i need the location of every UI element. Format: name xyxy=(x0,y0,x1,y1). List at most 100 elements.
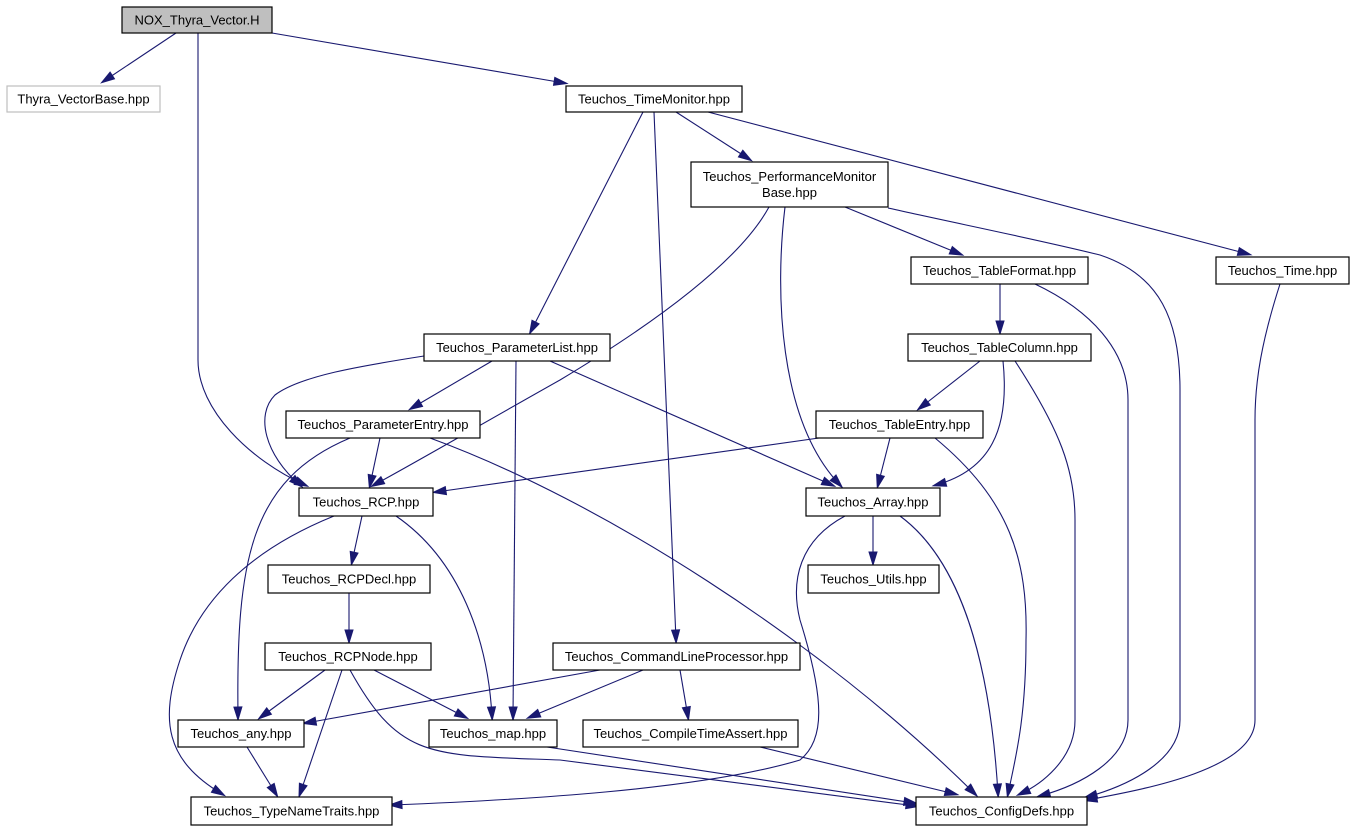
arrowhead xyxy=(486,706,497,722)
edge-teuchos_parameterlist-to-teuchos_array xyxy=(549,360,837,487)
edge-line xyxy=(844,206,961,255)
edge-teuchos_rcpnode-to-teuchos_map xyxy=(373,669,470,720)
edge-teuchos_rcp-to-teuchos_typenametraits xyxy=(168,515,335,797)
edge-line xyxy=(935,360,1005,486)
node-thyra_vectorbase[interactable]: Thyra_VectorBase.hpp xyxy=(6,85,161,113)
arrowhead xyxy=(681,705,691,722)
node-teuchos_any[interactable]: Teuchos_any.hpp xyxy=(177,719,305,748)
arrowhead xyxy=(1236,246,1253,256)
node-label: Teuchos_TableFormat.hpp xyxy=(923,263,1076,278)
node-box xyxy=(565,85,743,113)
node-box xyxy=(285,410,481,439)
edge-line xyxy=(549,360,833,486)
edge-teuchos_performancemonitorbase-to-teuchos_array xyxy=(780,206,844,489)
node-box xyxy=(815,410,984,439)
node-teuchos_tableentry[interactable]: Teuchos_TableEntry.hpp xyxy=(815,410,984,439)
edge-teuchos_map-to-teuchos_configdefs xyxy=(546,746,919,806)
node-teuchos_utils[interactable]: Teuchos_Utils.hpp xyxy=(807,564,940,594)
arrowhead xyxy=(525,708,542,719)
arrowhead xyxy=(407,398,424,411)
edge-line xyxy=(530,111,644,332)
edge-line xyxy=(529,669,644,718)
node-label: Teuchos_RCPNode.hpp xyxy=(278,649,417,664)
node-label: Teuchos_CompileTimeAssert.hpp xyxy=(594,726,788,741)
node-teuchos_parameterlist[interactable]: Teuchos_ParameterList.hpp xyxy=(423,333,611,362)
node-teuchos_commandlineprocessor[interactable]: Teuchos_CommandLineProcessor.hpp xyxy=(552,642,801,671)
node-teuchos_configdefs[interactable]: Teuchos_ConfigDefs.hpp xyxy=(915,796,1088,826)
node-label: Teuchos_TableColumn.hpp xyxy=(921,340,1078,355)
edge-line xyxy=(299,669,343,795)
node-box xyxy=(264,642,432,671)
node-box xyxy=(267,564,431,594)
edge-teuchos_tableentry-to-teuchos_array xyxy=(876,437,891,490)
node-label: Teuchos_ParameterEntry.hpp xyxy=(297,417,468,432)
edge-line xyxy=(899,515,999,795)
node-teuchos_rcp[interactable]: Teuchos_RCP.hpp xyxy=(298,487,434,517)
node-label: Teuchos_RCPDecl.hpp xyxy=(282,572,416,587)
arrowhead xyxy=(453,708,470,720)
edge-line xyxy=(435,436,827,493)
node-box xyxy=(177,719,305,748)
edge-teuchos_commandlineprocessor-to-teuchos_any xyxy=(301,669,601,726)
edge-teuchos_timemonitor-to-teuchos_parameterlist xyxy=(528,111,644,336)
arrowhead xyxy=(737,149,753,162)
edge-line xyxy=(411,360,493,409)
node-teuchos_time[interactable]: Teuchos_Time.hpp xyxy=(1215,256,1350,285)
node-box xyxy=(121,6,273,34)
node-teuchos_map[interactable]: Teuchos_map.hpp xyxy=(428,719,558,748)
node-label: Teuchos_TimeMonitor.hpp xyxy=(578,92,730,107)
node-box xyxy=(6,85,161,113)
node-label: Thyra_VectorBase.hpp xyxy=(17,92,149,107)
arrowhead xyxy=(916,397,932,411)
arrowhead xyxy=(301,716,318,726)
edge-teuchos_timemonitor-to-teuchos_performancemonitorbase xyxy=(675,111,753,162)
arrowhead xyxy=(943,787,960,797)
edge-teuchos_parameterlist-to-teuchos_rcp xyxy=(264,355,425,489)
edge-line xyxy=(780,206,841,486)
edge-teuchos_array-to-teuchos_typenametraits xyxy=(387,515,846,810)
node-nox_thyra_vector[interactable]: NOX_Thyra_Vector.H xyxy=(121,6,273,34)
arrowhead xyxy=(995,320,1005,336)
node-teuchos_compiletimeassert[interactable]: Teuchos_CompileTimeAssert.hpp xyxy=(582,719,799,748)
node-box xyxy=(423,333,611,362)
node-teuchos_rcpnode[interactable]: Teuchos_RCPNode.hpp xyxy=(264,642,432,671)
edge-teuchos_timemonitor-to-teuchos_time xyxy=(707,111,1253,256)
edge-teuchos_tableentry-to-teuchos_configdefs xyxy=(934,437,1027,799)
node-label: Teuchos_ConfigDefs.hpp xyxy=(929,804,1074,819)
node-box xyxy=(807,564,940,594)
arrowhead xyxy=(210,784,227,797)
node-teuchos_rcpdecl[interactable]: Teuchos_RCPDecl.hpp xyxy=(267,564,431,594)
node-box xyxy=(907,333,1092,362)
edge-teuchos_tablecolumn-to-teuchos_array xyxy=(931,360,1005,487)
node-teuchos_timemonitor[interactable]: Teuchos_TimeMonitor.hpp xyxy=(565,85,743,113)
edge-teuchos_array-to-teuchos_utils xyxy=(868,516,878,567)
edge-teuchos_parameterentry-to-teuchos_rcp xyxy=(367,437,381,490)
edge-line xyxy=(391,515,846,806)
edge-line xyxy=(653,111,677,641)
edge-teuchos_array-to-teuchos_configdefs xyxy=(899,515,1003,799)
node-teuchos_tableformat[interactable]: Teuchos_TableFormat.hpp xyxy=(910,256,1089,285)
edge-line xyxy=(237,437,351,718)
node-box xyxy=(1215,256,1350,285)
node-label: Teuchos_RCP.hpp xyxy=(313,495,420,510)
edge-teuchos_compiletimeassert-to-teuchos_configdefs xyxy=(759,746,960,797)
node-teuchos_array[interactable]: Teuchos_Array.hpp xyxy=(805,487,941,517)
edge-line xyxy=(1086,283,1281,801)
node-label: Teuchos_CommandLineProcessor.hpp xyxy=(565,649,788,664)
edge-teuchos_rcp-to-teuchos_map xyxy=(395,515,497,722)
arrowhead xyxy=(431,485,448,496)
edge-teuchos_parameterlist-to-teuchos_map xyxy=(508,360,518,722)
arrowhead xyxy=(948,245,965,256)
node-teuchos_tablecolumn[interactable]: Teuchos_TableColumn.hpp xyxy=(907,333,1092,362)
arrowhead xyxy=(387,799,403,810)
arrowhead xyxy=(931,477,948,487)
node-teuchos_typenametraits[interactable]: Teuchos_TypeNameTraits.hpp xyxy=(190,796,393,826)
node-label: Teuchos_any.hpp xyxy=(191,726,292,741)
edge-line xyxy=(373,206,770,486)
edge-line xyxy=(395,515,493,718)
node-teuchos_parameterentry[interactable]: Teuchos_ParameterEntry.hpp xyxy=(285,410,481,439)
arrowhead xyxy=(349,550,359,567)
